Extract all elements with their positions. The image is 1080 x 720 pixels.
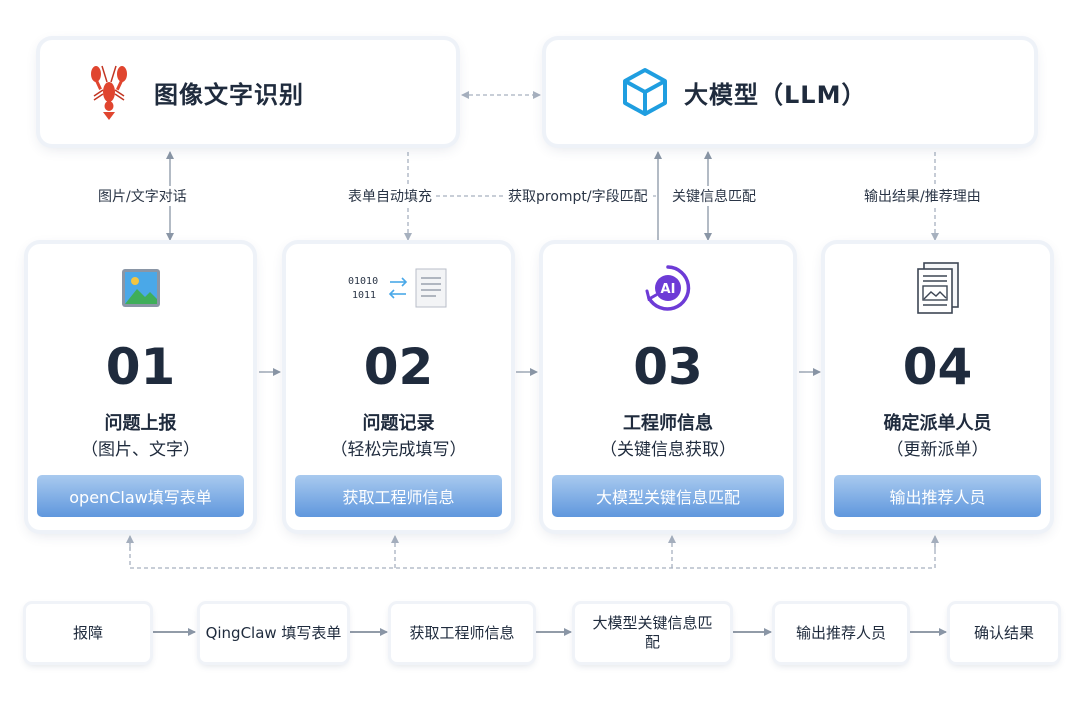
step-number: 04 [902, 338, 973, 396]
ai-text: AI [661, 282, 676, 297]
connector-label-3: 获取prompt/字段匹配 [506, 186, 650, 206]
flow-step-fill-form: QingClaw 填写表单 [200, 604, 347, 662]
step-card-4: 04 确定派单人员 （更新派单） 输出推荐人员 [825, 244, 1050, 530]
feedback-loop [129, 540, 936, 569]
ai-chip-icon: AI [543, 264, 793, 312]
ocr-card: 图像文字识别 [40, 40, 456, 144]
step-card-3: AI 03 工程师信息 （关键信息获取） 大模型关键信息匹配 [543, 244, 793, 530]
step-subtitle: （图片、文字） [81, 440, 200, 460]
image-icon [28, 264, 253, 312]
ocr-title: 图像文字识别 [154, 80, 304, 109]
connector-label-2: 表单自动填充 [346, 186, 434, 206]
connector-label-1: 图片/文字对话 [96, 186, 189, 206]
llm-card: 大模型（LLM） [546, 40, 1034, 144]
step-title: 问题记录 [362, 413, 435, 434]
lobster-icon [88, 62, 130, 122]
cube-icon [618, 65, 672, 119]
binary-text-1: 01010 [348, 276, 378, 287]
flow-step-output: 输出推荐人员 [775, 604, 907, 662]
step-subtitle: （更新派单） [886, 440, 989, 460]
step-title: 工程师信息 [623, 413, 713, 434]
step-card-2: 01010 1011 02 问题记录 （轻松完成填写） 获取工程师信息 [286, 244, 511, 530]
step-number: 02 [363, 338, 434, 396]
binary-document-icon: 01010 1011 [286, 264, 511, 312]
fill-form-button[interactable]: openClaw填写表单 [37, 475, 244, 517]
flow-step-get-engineer: 获取工程师信息 [391, 604, 533, 662]
step-title: 问题上报 [104, 413, 177, 434]
step-number: 03 [633, 338, 703, 396]
step-card-1: 01 问题上报 （图片、文字） openClaw填写表单 [28, 244, 253, 530]
connector-label-5: 输出结果/推荐理由 [862, 186, 983, 206]
binary-text-2: 1011 [352, 290, 376, 301]
output-recommendation-button[interactable]: 输出推荐人员 [834, 475, 1041, 517]
llm-match-button[interactable]: 大模型关键信息匹配 [552, 475, 784, 517]
flow-step-confirm: 确认结果 [950, 604, 1058, 662]
flow-step-llm-match: 大模型关键信息匹配 [575, 604, 730, 662]
step-title: 确定派单人员 [883, 413, 992, 434]
connector-label-4: 关键信息匹配 [670, 186, 758, 206]
flow-step-report: 报障 [26, 604, 150, 662]
news-document-icon [825, 262, 1050, 314]
llm-title: 大模型（LLM） [684, 80, 867, 109]
step-subtitle: （关键信息获取） [600, 440, 736, 460]
step-subtitle: （轻松完成填写） [330, 440, 467, 460]
get-engineer-info-button[interactable]: 获取工程师信息 [295, 475, 502, 517]
step-number: 01 [105, 338, 176, 396]
